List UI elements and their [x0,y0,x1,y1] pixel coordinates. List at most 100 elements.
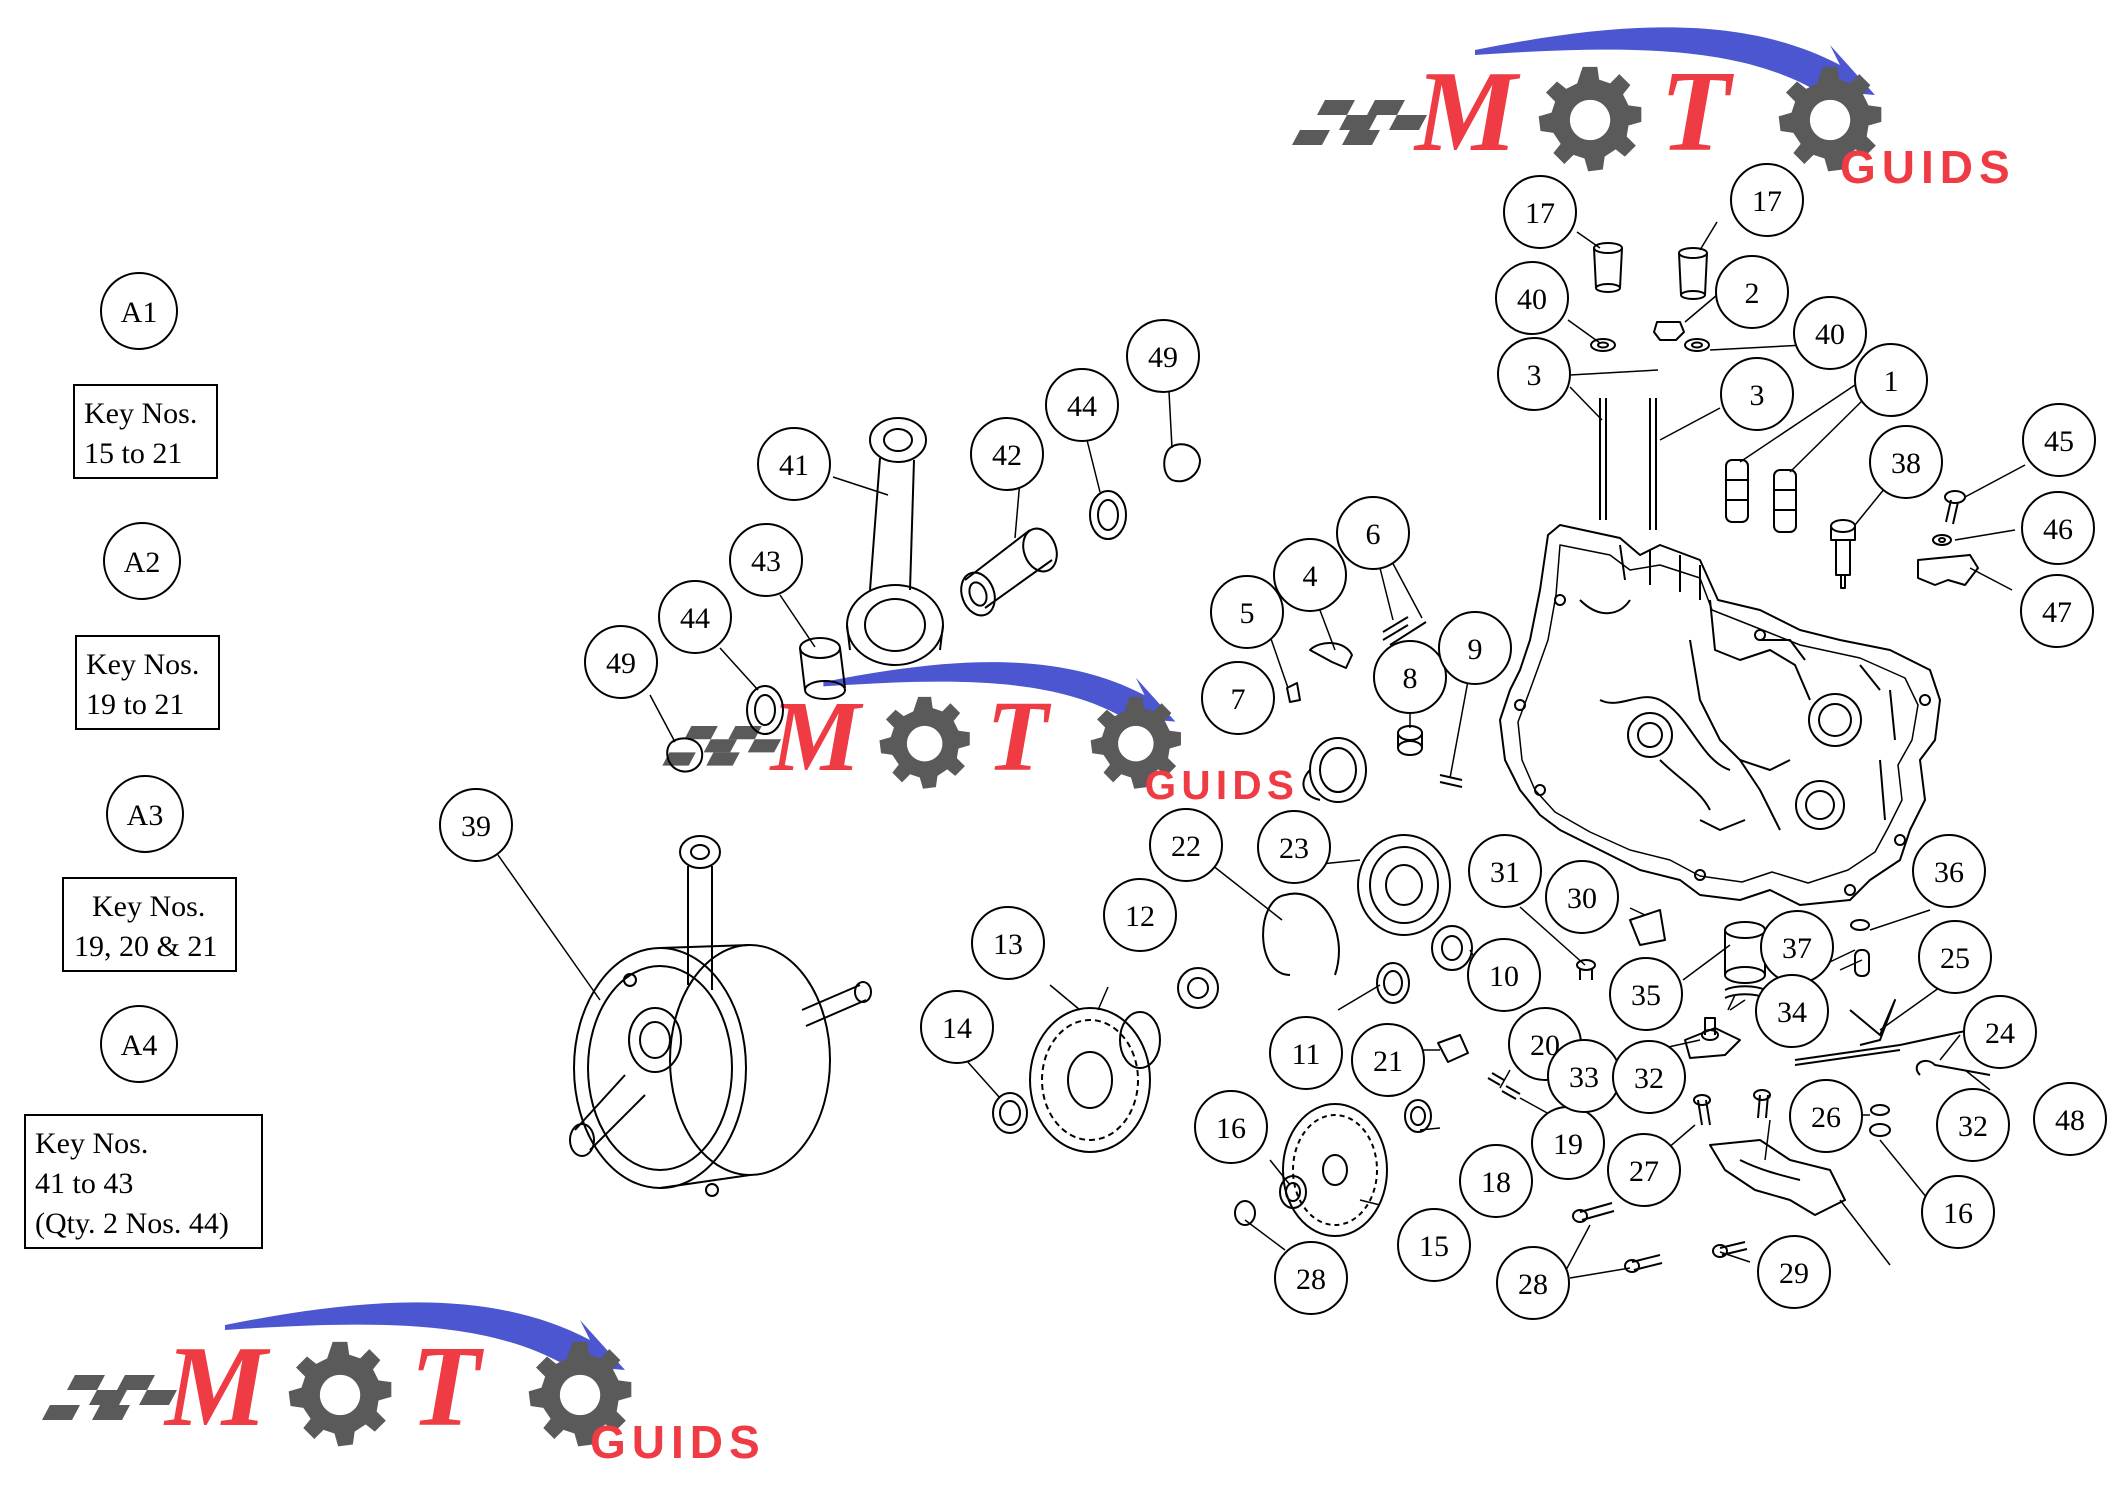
callout-circle [1730,163,1804,237]
pin-drawing [1725,459,1797,533]
callout-circle [658,580,732,654]
callout-circle [1936,1088,2010,1162]
callout-circle [970,417,1044,491]
callout-number: 38 [1891,447,1921,480]
logo-guids-text: GUIDS [590,1416,766,1468]
callout-number: 36 [1934,856,1964,889]
callout-32: 32 [1936,1088,2010,1162]
callout-28: 28 [1496,1246,1570,1320]
key-box-line: Key Nos. [84,397,197,430]
callout-17: 17 [1730,163,1804,237]
blue-swoosh-icon [1475,27,1875,95]
callout-number: 49 [1148,341,1178,374]
bolt-drawing [1830,519,1856,589]
callout-number: 41 [779,449,809,482]
callout-circle [1438,611,1512,685]
callout-number: 16 [1216,1112,1246,1145]
callout-1: 1 [1854,343,1928,417]
callout-circle [1496,1246,1570,1320]
callout-circle [1854,343,1928,417]
callout-circle [1609,957,1683,1031]
callout-number: 29 [1779,1257,1809,1290]
callout-6: 6 [1336,496,1410,570]
stud-drawing [1599,398,1657,530]
callout-37: 37 [1760,910,1834,984]
callout-circle [1194,1090,1268,1164]
callout-circle [1757,1235,1831,1309]
callout-number: 8 [1403,662,1418,695]
callout-11: 11 [1269,1016,1343,1090]
callout-40: 40 [1793,296,1867,370]
callout-circle [1373,640,1447,714]
callout-number: 44 [680,602,710,635]
callout-number: 5 [1240,597,1255,630]
dowel-drawing [1593,242,1708,300]
callout-40: 40 [1495,261,1569,335]
callout-circle [2033,1082,2107,1156]
bush-drawing [1376,925,1596,1004]
callout-circle [1126,319,1200,393]
gear-icon [1538,66,1642,172]
checkered-flag-icon [1292,100,1427,145]
callout-25: 25 [1918,920,1992,994]
callout-circle [757,427,831,501]
callout-circle [920,990,994,1064]
callout-number: 13 [993,928,1023,961]
logo-letter-m: M [1413,48,1521,175]
callout-14: 14 [920,990,994,1064]
washer-drawing [1590,321,1710,352]
logo-letter-t: T [986,680,1052,792]
seal-drawing [1262,834,1451,976]
fastener-drawing [1917,490,1979,586]
callout-18: 18 [1459,1144,1533,1218]
callout-circle [2020,574,2094,648]
callout-number: 44 [1067,390,1097,423]
key-box-line: 41 to 43 [35,1167,133,1200]
callout-circle [1789,1079,1863,1153]
callout-circle [1045,368,1119,442]
callout-number: 18 [1481,1166,1511,1199]
callout-circle [971,906,1045,980]
callout-13: 13 [971,906,1045,980]
callout-number: 28 [1296,1263,1326,1296]
callout-circle [1918,920,1992,994]
callout-number: 49 [606,647,636,680]
callout-circle [439,788,513,862]
callout-circle [1607,1133,1681,1207]
callout-number: 35 [1631,979,1661,1012]
callout-49: 49 [1126,319,1200,393]
callout-33: 33 [1547,1039,1621,1113]
callout-number: 32 [1634,1062,1664,1095]
callout-46: 46 [2021,491,2095,565]
callout-number: 4 [1303,560,1318,593]
callout-number: 46 [2043,513,2073,546]
callout-circle [1336,496,1410,570]
crankcase-drawing [1499,524,1941,906]
callout-45: 45 [2022,403,2096,477]
callout-number: 17 [1525,197,1555,230]
callout-number: 34 [1777,996,1807,1029]
callout-circle [2022,403,2096,477]
moto-guids-logo-top: M T GUIDS [1292,27,2010,193]
callout-circle [1793,296,1867,370]
callout-circle [1201,661,1275,735]
callout-circle [1497,337,1571,411]
assembly-label: A2 [124,546,161,579]
callout-number: 33 [1569,1061,1599,1094]
callout-circle [1545,860,1619,934]
callout-15: 15 [1397,1208,1471,1282]
moto-guids-logo-bottom: M T GUIDS [42,1302,766,1468]
callout-number: 40 [1517,283,1547,316]
callout-2: 2 [1715,255,1789,329]
gear-icon [879,696,970,789]
callout-17: 17 [1503,175,1577,249]
callout-circle [1269,1016,1343,1090]
callout-number: 43 [751,545,781,578]
callout-34: 34 [1755,974,1829,1048]
callout-circle [1103,878,1177,952]
callout-circle [729,523,803,597]
callout-circle [1273,538,1347,612]
callout-number: 1 [1884,365,1899,398]
key-box-line: Key Nos. [92,890,205,923]
